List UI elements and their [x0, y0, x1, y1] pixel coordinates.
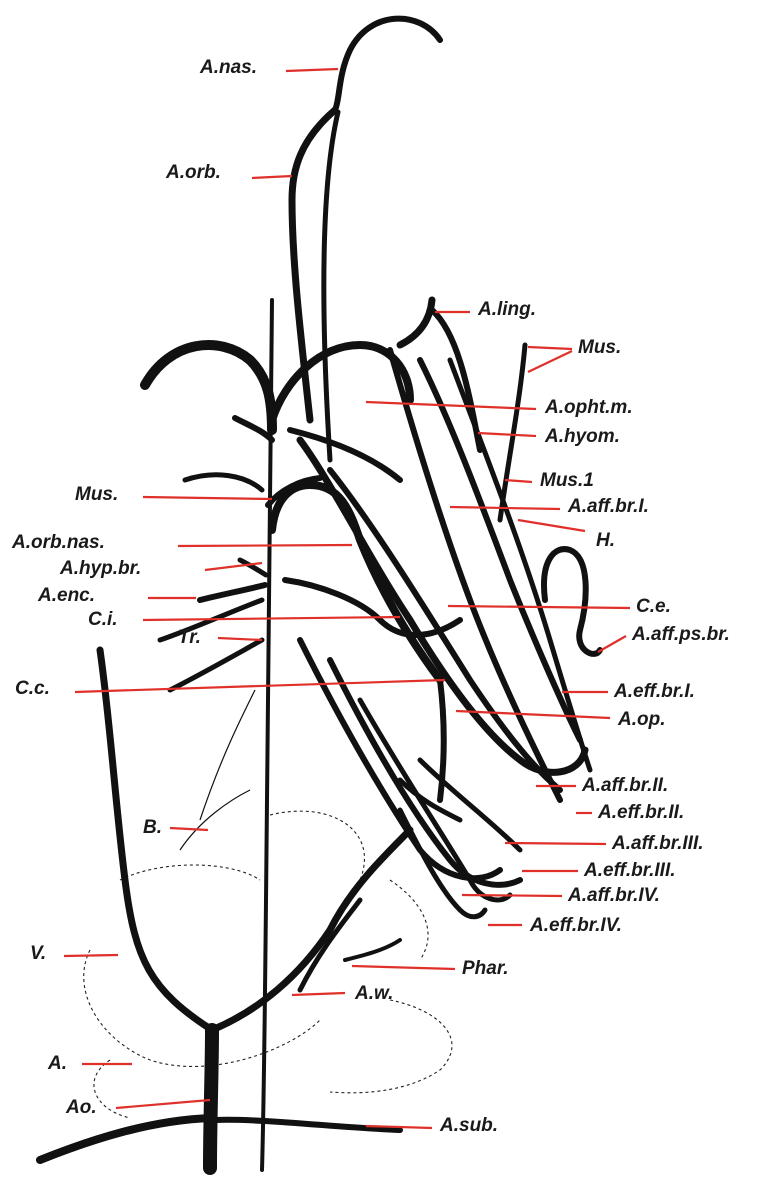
label-h: H. [596, 531, 615, 550]
label-a-hyom: A.hyom. [545, 427, 620, 446]
leader-phar [352, 966, 455, 969]
label-v: V. [30, 944, 46, 963]
label-a-sub: A.sub. [440, 1116, 498, 1135]
leader-mus-top-2 [528, 351, 572, 372]
leader-c-i [143, 617, 400, 620]
leader-a-w [292, 993, 345, 995]
label-c-i: C.i. [88, 610, 118, 629]
label-ao: Ao. [66, 1098, 97, 1117]
vessel-drawing [40, 19, 600, 1170]
leader-a-aff-br-iii [505, 843, 606, 844]
label-b: B. [143, 818, 162, 837]
leader-mus-top-1 [528, 347, 572, 349]
leader-a-orb [252, 176, 292, 178]
label-a-aff-br-iii: A.aff.br.III. [612, 834, 704, 853]
label-a-w: A.w. [355, 984, 393, 1003]
label-a-aff-br-ii: A.aff.br.II. [582, 776, 668, 795]
label-mus-1: Mus.1 [540, 471, 594, 490]
label-mus-left: Mus. [75, 485, 118, 504]
label-a-nas: A.nas. [200, 58, 257, 77]
label-a-eff-br-i: A.eff.br.I. [614, 682, 695, 701]
label-a-hyp-br: A.hyp.br. [60, 559, 141, 578]
leader-a-nas [286, 69, 338, 71]
label-a-orb-nas: A.orb.nas. [12, 533, 105, 552]
label-a-op: A.op. [618, 710, 666, 729]
label-a-ling: A.ling. [478, 300, 536, 319]
leader-b [170, 828, 208, 830]
leader-a-hyom [478, 433, 536, 436]
label-a-eff-br-iv: A.eff.br.IV. [530, 916, 622, 935]
label-a-opht-m: A.opht.m. [545, 398, 633, 417]
label-a-aff-br-iv: A.aff.br.IV. [568, 886, 660, 905]
leader-a-aff-br-i [450, 507, 560, 509]
label-a-eff-br-iii: A.eff.br.III. [584, 861, 676, 880]
leader-v [64, 955, 118, 956]
label-phar: Phar. [462, 959, 508, 978]
label-a-eff-br-ii: A.eff.br.II. [598, 803, 684, 822]
leader-tr [218, 638, 262, 640]
label-a: A. [48, 1054, 67, 1073]
label-a-aff-br-i: A.aff.br.I. [568, 497, 649, 516]
leader-mus-1 [505, 480, 532, 482]
leader-ao [116, 1100, 210, 1108]
leader-a-opht-m [366, 402, 536, 409]
leader-a-aff-br-iv [462, 895, 562, 896]
leader-c-c [75, 680, 445, 692]
label-tr: Tr. [178, 628, 201, 647]
label-mus-top: Mus. [578, 338, 621, 357]
leader-a-orb-nas [178, 545, 352, 546]
label-c-e: C.e. [636, 597, 671, 616]
label-a-aff-ps-br: A.aff.ps.br. [632, 625, 730, 644]
leader-h [518, 520, 585, 531]
leader-a-aff-ps-br [598, 636, 626, 652]
leader-mus-left [143, 497, 272, 499]
label-c-c: C.c. [15, 679, 50, 698]
label-a-orb: A.orb. [166, 163, 221, 182]
label-a-enc: A.enc. [38, 586, 95, 605]
